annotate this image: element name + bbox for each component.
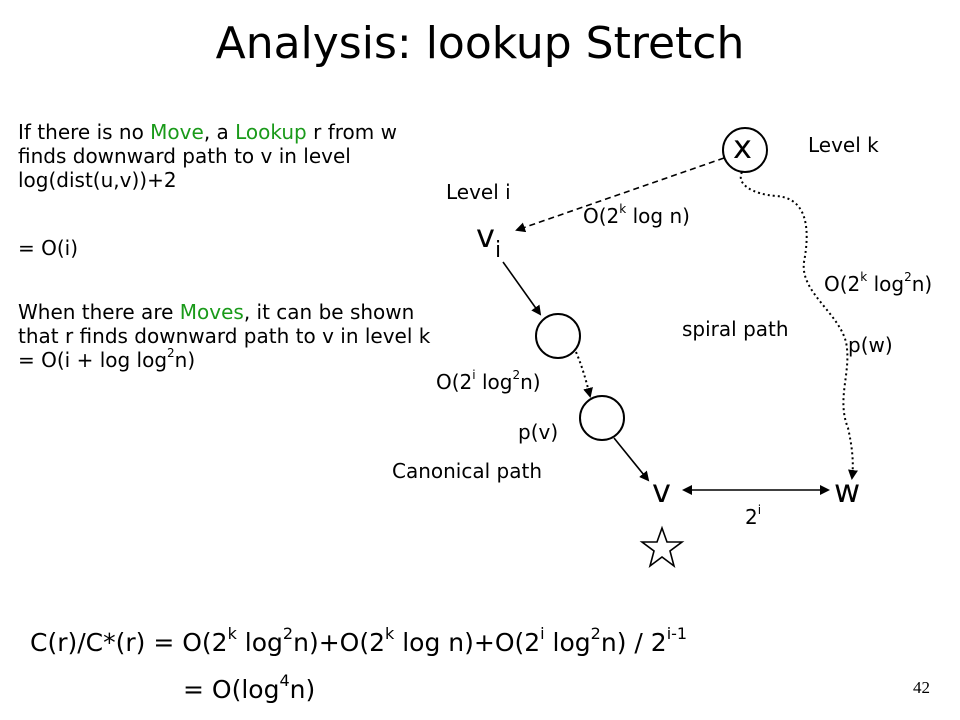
level-i-label: Level i bbox=[446, 180, 511, 204]
paragraph-result: = O(i) bbox=[18, 236, 79, 260]
dotted-edge-node1-node2 bbox=[575, 351, 593, 398]
pw-label: p(w) bbox=[848, 333, 893, 357]
page-number: 42 bbox=[913, 678, 930, 697]
node-vi-base: v bbox=[476, 217, 495, 255]
eq-text: log n)+O(2 bbox=[394, 628, 541, 657]
eq-text: n)+O(2 bbox=[293, 628, 385, 657]
node-x bbox=[722, 127, 768, 173]
label-text: log bbox=[475, 370, 513, 394]
label-text: n) bbox=[911, 272, 933, 296]
distance-2i-label: 2i bbox=[745, 503, 762, 529]
level-k-label: Level k bbox=[808, 133, 879, 157]
edge-vi-node1 bbox=[502, 261, 542, 316]
pv-label: p(v) bbox=[518, 420, 559, 444]
edge-node2-v bbox=[613, 437, 650, 482]
cost-o2klog2n-label: O(2k log2n) bbox=[824, 270, 933, 296]
superscript: i-1 bbox=[666, 624, 688, 643]
label-text: log bbox=[867, 272, 905, 296]
paragraph-text: If there is no bbox=[18, 120, 151, 144]
superscript: 4 bbox=[279, 671, 290, 690]
label-text: n) bbox=[520, 370, 541, 394]
paragraph-text: , it can be shown that r finds downward … bbox=[18, 300, 431, 372]
dashed-edge-x-vi bbox=[515, 157, 725, 233]
page-title: Analysis: lookup Stretch bbox=[215, 18, 745, 69]
eq-text: n) bbox=[289, 675, 316, 704]
node-vi-label: vi bbox=[476, 217, 501, 263]
superscript: k bbox=[227, 624, 237, 643]
superscript: 2 bbox=[590, 624, 601, 643]
label-text: log n) bbox=[626, 204, 690, 228]
eq-text: log bbox=[236, 628, 283, 657]
eq-text: C(r)/C*(r) = O(2 bbox=[30, 628, 228, 657]
stretch-equation-line1: C(r)/C*(r) = O(2k log2n)+O(2k log n)+O(2… bbox=[30, 626, 687, 658]
star-icon bbox=[639, 525, 685, 569]
label-text: O(2 bbox=[824, 272, 861, 296]
node-vi-subscript: i bbox=[494, 238, 502, 263]
superscript: 2 bbox=[512, 368, 521, 382]
node-intermediate-2 bbox=[579, 395, 625, 441]
eq-text: log bbox=[544, 628, 591, 657]
cost-o2ilog2n-label: O(2i log2n) bbox=[436, 368, 541, 394]
label-text: O(2 bbox=[583, 204, 620, 228]
move-keyword: Move bbox=[150, 120, 204, 144]
moves-keyword: Moves bbox=[179, 300, 244, 324]
superscript: i bbox=[757, 503, 762, 517]
stretch-equation-line2: = O(log4n) bbox=[183, 673, 316, 705]
superscript: i bbox=[540, 624, 545, 643]
eq-text: n) / 2 bbox=[600, 628, 667, 657]
label-text: O(2 bbox=[436, 370, 473, 394]
lookup-keyword: Lookup bbox=[235, 120, 307, 144]
node-v-label: v bbox=[652, 472, 671, 510]
superscript: k bbox=[619, 202, 627, 216]
paragraph-with-moves: When there are Moves, it can be shown th… bbox=[18, 300, 438, 372]
superscript: k bbox=[860, 270, 868, 284]
node-x-label: x bbox=[733, 128, 752, 166]
paragraph-text: , a bbox=[203, 120, 236, 144]
paragraph-text: n) bbox=[174, 348, 196, 372]
label-text: 2 bbox=[745, 505, 758, 529]
node-w-label: w bbox=[834, 472, 861, 510]
canonical-path-label: Canonical path bbox=[392, 459, 542, 483]
superscript: k bbox=[385, 624, 395, 643]
paragraph-text: When there are bbox=[18, 300, 180, 324]
superscript: 2 bbox=[167, 346, 175, 360]
spiral-dotted-path bbox=[739, 171, 858, 480]
node-intermediate-1 bbox=[535, 313, 581, 359]
cost-o2klogn-label: O(2k log n) bbox=[583, 202, 690, 228]
superscript: 2 bbox=[282, 624, 294, 643]
superscript: i bbox=[472, 368, 476, 382]
superscript: 2 bbox=[904, 270, 912, 284]
paragraph-text: r from w finds downward path to v in lev… bbox=[18, 120, 397, 192]
eq-text: = O(log bbox=[183, 675, 280, 704]
paragraph-no-move: If there is no Move, a Lookup r from w f… bbox=[18, 120, 418, 192]
spiral-path-label: spiral path bbox=[682, 317, 789, 341]
